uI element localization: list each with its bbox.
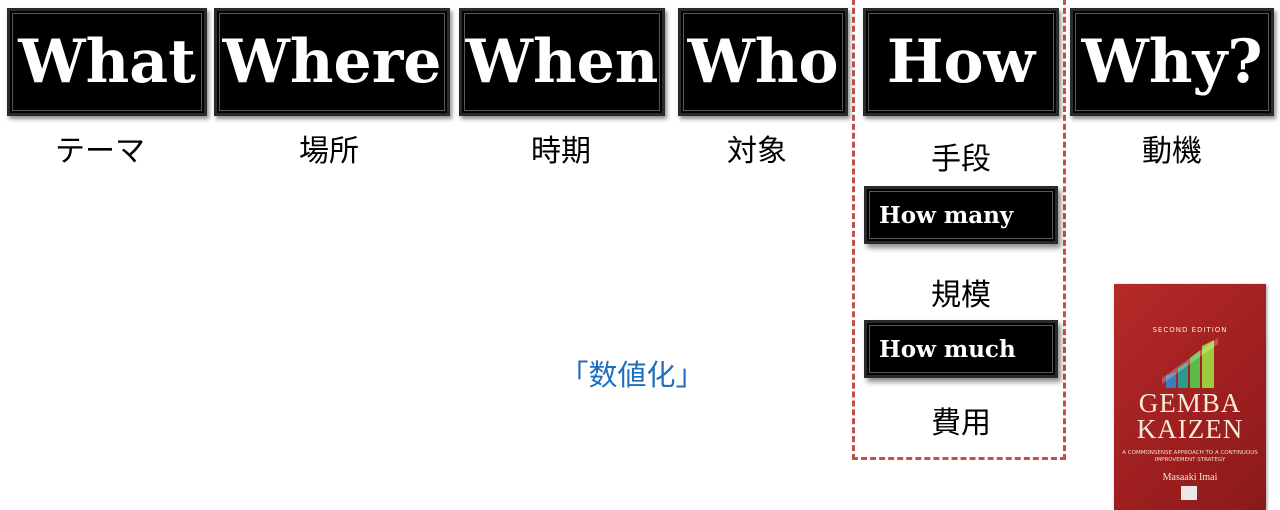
- book-tagline: A COMMONSENSE APPROACH TO A CONTINUOUS I…: [1122, 450, 1258, 463]
- how-much-label: 費用: [931, 406, 991, 441]
- how-many-tile: How many: [864, 186, 1058, 244]
- when-label: 時期: [531, 134, 591, 169]
- how-many-label: 規模: [931, 278, 991, 313]
- why-label: 動機: [1142, 134, 1202, 169]
- what-label: テーマ: [55, 134, 145, 169]
- when-title: When: [465, 27, 659, 97]
- how-tile: How: [863, 8, 1059, 116]
- why-tile: Why?: [1070, 8, 1274, 116]
- book-title-line2: KAIZEN: [1136, 414, 1244, 444]
- who-title: Who: [687, 27, 839, 97]
- how-label: 手段: [931, 142, 991, 177]
- bar-chart-icon: [1162, 338, 1218, 388]
- where-title: Where: [222, 27, 442, 97]
- book-author: Masaaki Imai: [1162, 472, 1218, 483]
- how-highlight-box: [852, 0, 1066, 460]
- how-much-tile: How much: [864, 320, 1058, 378]
- quantification-note: 「数値化」: [559, 358, 705, 392]
- how-title: How: [886, 27, 1036, 97]
- why-title: Why?: [1081, 27, 1263, 97]
- what-title: What: [18, 27, 196, 97]
- where-label: 場所: [299, 134, 359, 169]
- book-title-line1: GEMBA: [1138, 388, 1242, 418]
- what-tile: What: [7, 8, 207, 116]
- book-edition: SECOND EDITION: [1152, 326, 1228, 334]
- who-tile: Who: [678, 8, 848, 116]
- publisher-logo-icon: [1181, 486, 1197, 500]
- how-much-title: How much: [879, 335, 1016, 363]
- who-label: 対象: [727, 134, 787, 169]
- where-tile: Where: [214, 8, 450, 116]
- when-tile: When: [459, 8, 665, 116]
- how-many-title: How many: [879, 201, 1014, 229]
- book-cover: SECOND EDITION GEMBA KAIZEN A COMMONSENS…: [1114, 284, 1266, 510]
